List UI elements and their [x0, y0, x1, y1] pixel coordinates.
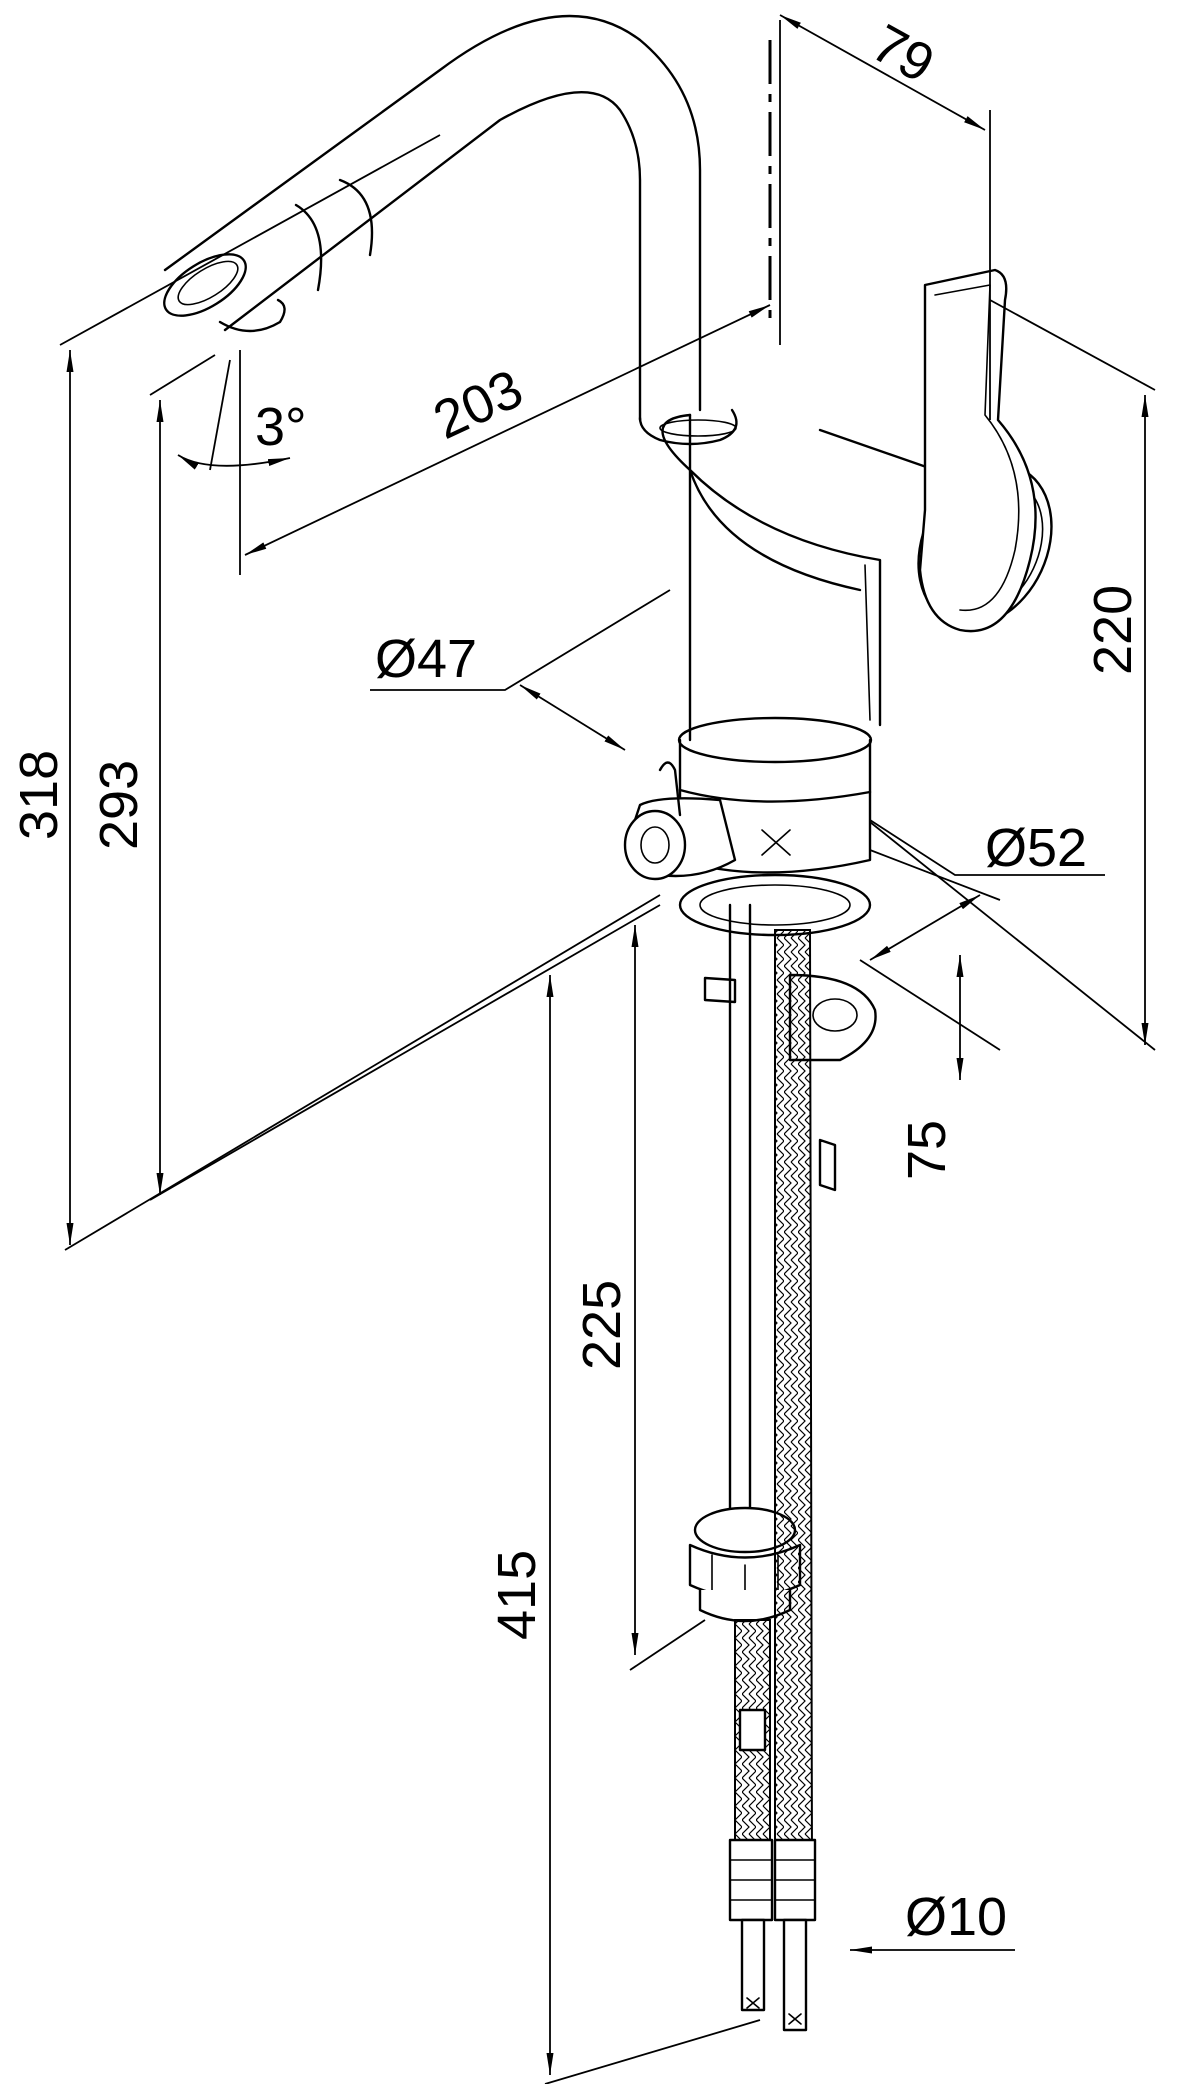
label-diameter-47: Ø47 — [375, 629, 477, 689]
label-318: 318 — [9, 750, 69, 840]
flexible-hoses — [728, 929, 817, 2032]
faucet-spout — [163, 14, 772, 422]
label-diameter-10: Ø10 — [905, 1887, 1007, 1947]
label-75: 75 — [897, 1120, 957, 1180]
label-203: 203 — [425, 358, 532, 450]
dimension-lines — [59, 14, 1156, 2084]
label-220: 220 — [1083, 585, 1143, 675]
label-79: 79 — [862, 13, 944, 95]
label-3-degree: 3° — [255, 397, 307, 457]
label-diameter-52: Ø52 — [985, 818, 1087, 878]
label-225: 225 — [572, 1280, 632, 1370]
label-415: 415 — [487, 1550, 547, 1640]
faucet-body — [623, 268, 1053, 937]
label-293: 293 — [89, 760, 149, 850]
